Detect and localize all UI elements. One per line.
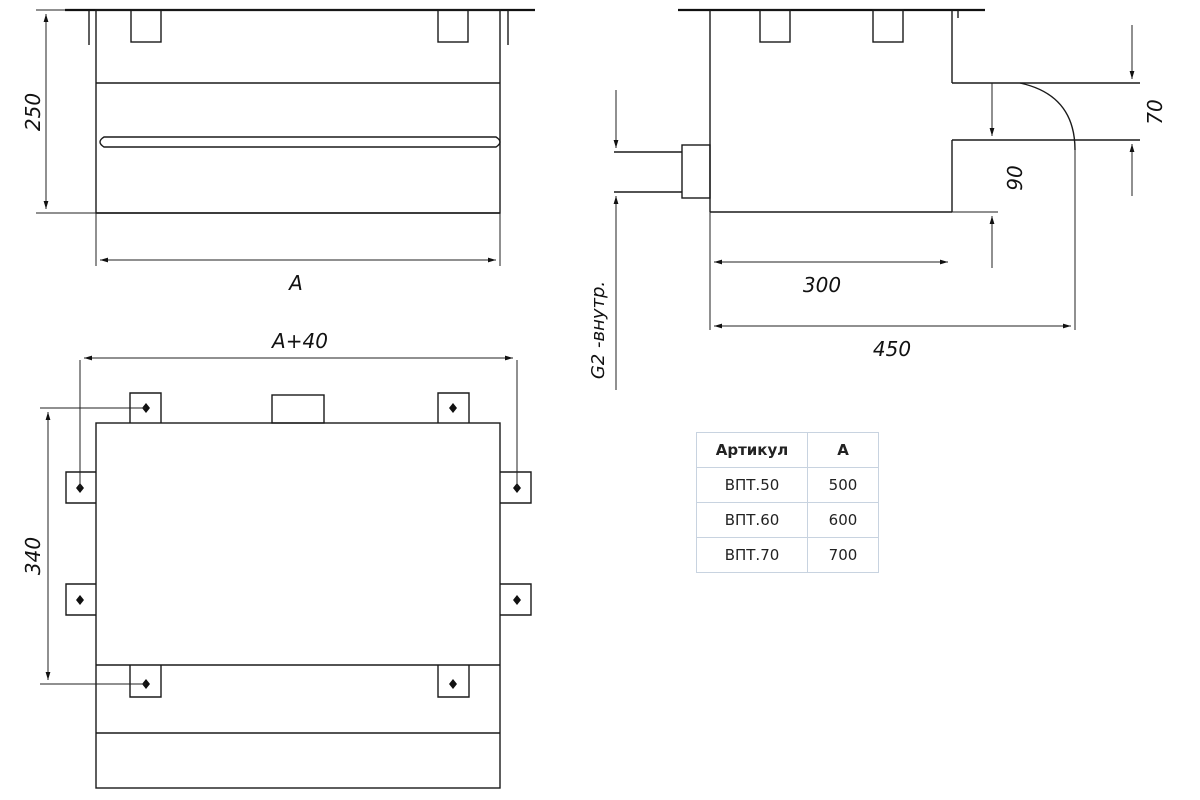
mounting-tab-l2 — [65, 583, 96, 616]
table-row: ВПТ.60 600 — [696, 502, 879, 538]
dim-thread: G2 -внутр. — [588, 281, 609, 379]
table-header-row: Артикул A — [696, 432, 879, 468]
top-view: A+40 340 — [21, 329, 532, 789]
cell-a: 500 — [807, 467, 879, 503]
dim-a40: A+40 — [270, 329, 328, 353]
dim-70: 70 — [1143, 99, 1167, 124]
dim-340: 340 — [21, 537, 45, 575]
mounting-tab-tr — [437, 392, 470, 423]
dim-90: 90 — [1003, 165, 1027, 190]
table-row: ВПТ.50 500 — [696, 467, 879, 503]
cell-article: ВПТ.50 — [696, 467, 808, 503]
mounting-tab-l1 — [65, 471, 96, 504]
col-header-a: A — [807, 432, 879, 468]
dim-a: A — [287, 271, 303, 295]
front-view: 250 A — [21, 8, 535, 295]
table-row: ВПТ.70 700 — [696, 537, 879, 573]
mounting-tab-r1 — [500, 471, 532, 504]
mounting-tab-bl — [129, 665, 162, 698]
dim-250: 250 — [21, 93, 45, 131]
spec-table: Артикул A ВПТ.50 500 ВПТ.60 600 ВПТ.70 7… — [696, 432, 879, 573]
dim-450: 450 — [873, 337, 911, 361]
dim-300: 300 — [803, 273, 841, 297]
side-view: G2 -внутр. 70 90 300 450 — [588, 8, 1167, 390]
cell-article: ВПТ.70 — [696, 537, 808, 573]
mounting-tab-br — [437, 665, 470, 698]
cell-a: 600 — [807, 502, 879, 538]
cell-a: 700 — [807, 537, 879, 573]
cell-article: ВПТ.60 — [696, 502, 808, 538]
spec-table-wrap: Артикул A ВПТ.50 500 ВПТ.60 600 ВПТ.70 7… — [696, 432, 879, 573]
col-header-article: Артикул — [696, 432, 808, 468]
mounting-tab-r2 — [500, 583, 532, 616]
